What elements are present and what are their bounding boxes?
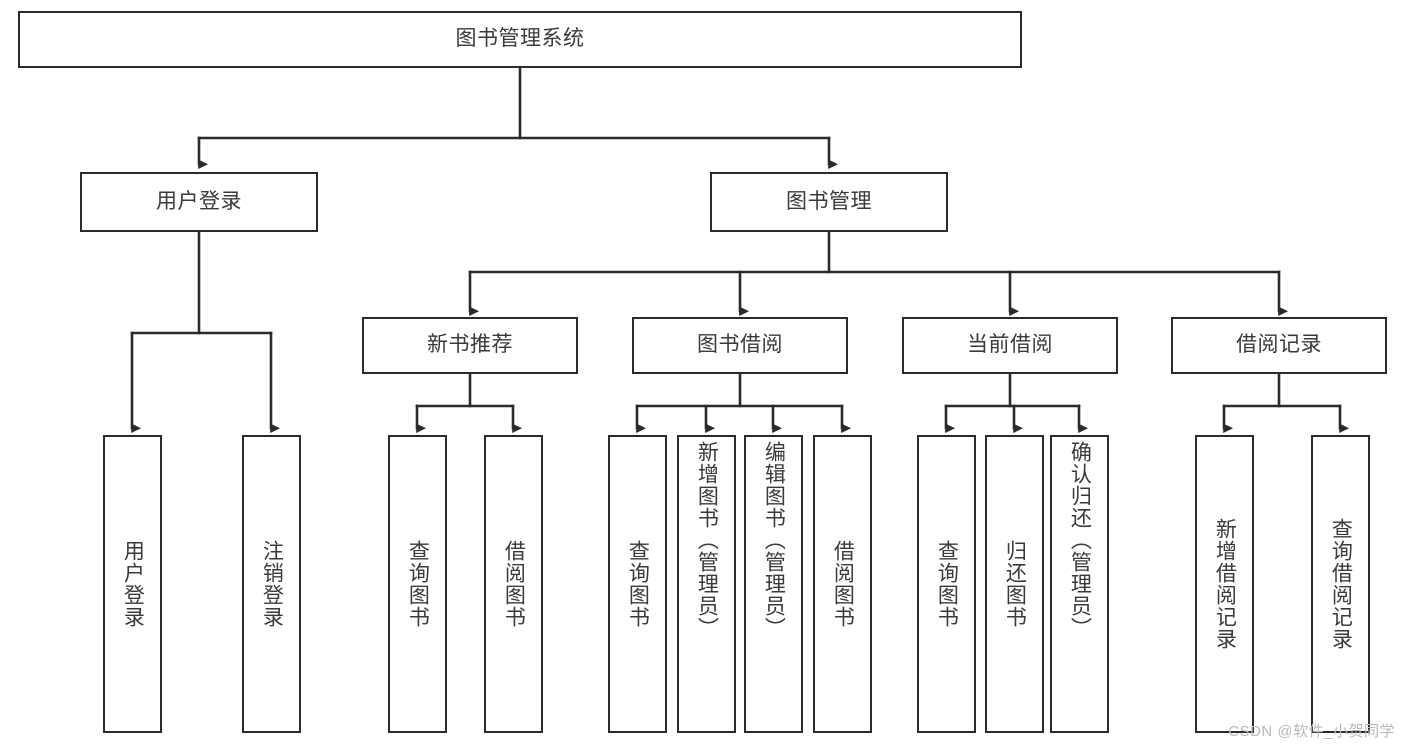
csdn-watermark: CSDN @软件_小贺同学 [1228,723,1395,740]
node-label: 图书管理 [786,189,872,213]
node-label: 查询借阅记录 [1329,518,1353,650]
node-label: 用户登录 [156,189,242,213]
node-root-book-management-system[interactable]: 图书管理系统 [18,11,1022,68]
node-new-book-recommendation[interactable]: 新书推荐 [362,317,578,374]
node-label: 新增借阅记录 [1213,518,1237,650]
node-label: 图书借阅 [697,333,783,357]
node-user-login[interactable]: 用户登录 [80,172,318,232]
node-label: 借阅图书 [831,540,855,628]
node-label: 查询图书 [406,540,430,628]
leaf-record-query-record[interactable]: 查询借阅记录 [1311,435,1370,733]
node-label: 编辑图书（管理员） [762,441,786,639]
node-label: 查询图书 [935,540,959,628]
node-label: 确认归还（管理员） [1068,441,1092,639]
leaf-new-book-query[interactable]: 查询图书 [388,435,447,733]
leaf-user-login-signin[interactable]: 用户登录 [103,435,162,733]
leaf-user-login-signout[interactable]: 注销登录 [242,435,301,733]
leaf-borrow-add-book-admin[interactable]: 新增图书（管理员） [677,435,736,733]
node-label: 借阅图书 [502,540,526,628]
leaf-record-add-record[interactable]: 新增借阅记录 [1195,435,1254,733]
node-label: 新增图书（管理员） [695,441,719,639]
node-current-borrow[interactable]: 当前借阅 [902,317,1118,374]
leaf-borrow-edit-book-admin[interactable]: 编辑图书（管理员） [744,435,803,733]
leaf-borrow-query-book[interactable]: 查询图书 [608,435,667,733]
node-label: 借阅记录 [1236,333,1322,357]
node-label: 新书推荐 [427,333,513,357]
node-book-borrow[interactable]: 图书借阅 [632,317,848,374]
leaf-current-query-book[interactable]: 查询图书 [917,435,976,733]
leaf-current-confirm-return-admin[interactable]: 确认归还（管理员） [1050,435,1109,733]
node-label: 图书管理系统 [455,27,585,51]
leaf-current-return-book[interactable]: 归还图书 [985,435,1044,733]
node-label: 当前借阅 [967,333,1053,357]
node-label: 查询图书 [626,540,650,628]
node-borrow-record[interactable]: 借阅记录 [1171,317,1387,374]
node-label: 注销登录 [260,540,284,628]
leaf-borrow-borrow-book[interactable]: 借阅图书 [813,435,872,733]
node-label: 用户登录 [121,540,145,628]
leaf-new-book-borrow[interactable]: 借阅图书 [484,435,543,733]
node-book-management[interactable]: 图书管理 [710,172,948,232]
node-label: 归还图书 [1003,540,1027,628]
